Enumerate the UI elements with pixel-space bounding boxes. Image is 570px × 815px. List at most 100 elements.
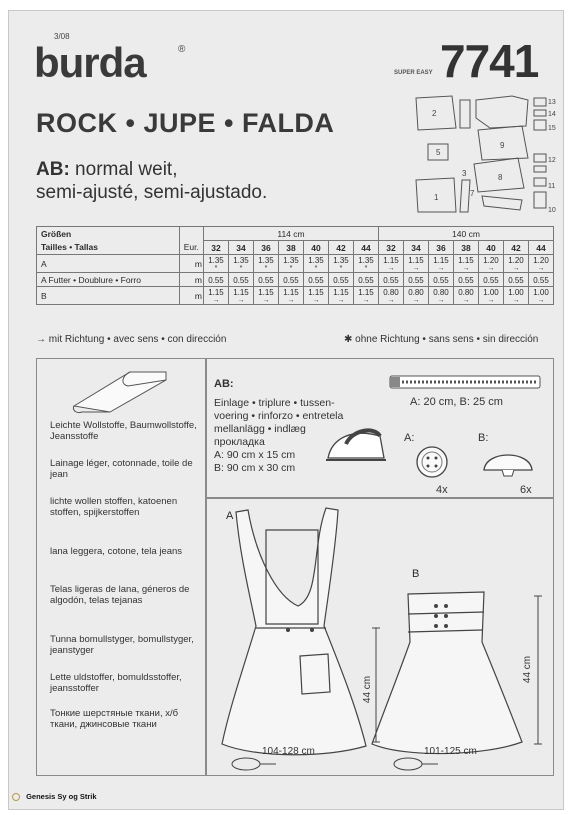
zipper-icon xyxy=(389,375,541,389)
yardage-cell: 0.55 xyxy=(327,272,354,287)
size-cell: 32 xyxy=(202,240,229,255)
yardage-cell: 1.15→ xyxy=(427,254,454,273)
yardage-value: 0.55 xyxy=(208,275,224,285)
yardage-cell: 1.35* xyxy=(227,254,254,273)
fit-description: AB: normal weit, semi-ajusté, semi-ajust… xyxy=(36,158,267,204)
yardage-value: 1.35 xyxy=(208,256,224,265)
yardage-cell: 0.55 xyxy=(477,272,504,287)
nap-mark: * xyxy=(314,265,318,272)
button-a-quantity: 4x xyxy=(436,484,448,496)
yardage-value: 1.35 xyxy=(233,256,249,265)
yardage-cell: 0.55 xyxy=(452,272,479,287)
shop-logo-icon xyxy=(12,793,20,802)
yardage-value: 0.55 xyxy=(408,275,424,285)
piece-label-15: 15 xyxy=(548,125,556,132)
yardage-value: 1.15 xyxy=(283,288,299,297)
fabric-it: lana leggera, cotone, tela jeans xyxy=(50,546,183,557)
piece-label-2: 2 xyxy=(432,109,437,118)
fabric-nl: lichte wollen stoffen, katoenen stoffen,… xyxy=(50,496,178,518)
length-b-dimension: 44 cm xyxy=(522,655,534,684)
difficulty-badge: SUPER EASY xyxy=(394,70,433,76)
registered-mark: ® xyxy=(178,44,186,55)
yardage-row-label: A xyxy=(36,254,180,273)
yardage-cell: 0.55 xyxy=(202,272,229,287)
button-a-icon xyxy=(416,446,448,478)
yardage-value: 1.35 xyxy=(283,256,299,265)
yardage-value: 0.55 xyxy=(283,275,299,285)
interfacing-size-a: A: 90 cm x 15 cm xyxy=(214,449,296,461)
yardage-value: 0.55 xyxy=(458,275,474,285)
width-140-label: 140 cm xyxy=(377,226,555,241)
size-cell: 42 xyxy=(327,240,354,255)
yardage-cell: 1.00→ xyxy=(502,286,529,305)
yardage-cell: 1.15→ xyxy=(402,254,429,273)
yardage-cell: 1.15→ xyxy=(302,286,329,305)
piece-label-5: 5 xyxy=(436,148,441,157)
yardage-value: 0.55 xyxy=(533,275,549,285)
size-cell: 34 xyxy=(227,240,254,255)
yardage-cell: 1.15→ xyxy=(202,286,229,305)
yardage-table: Größen 114 cm 140 cm Tailles • Tallas Eu… xyxy=(36,226,555,305)
nap-mark: → xyxy=(512,297,520,304)
yardage-cell: 0.55 xyxy=(302,272,329,287)
yardage-value: 1.20 xyxy=(533,256,549,265)
yardage-cell: 0.55 xyxy=(377,272,404,287)
yardage-value: 1.35 xyxy=(333,256,349,265)
button-b-quantity: 6x xyxy=(520,484,532,496)
yardage-value: 1.15 xyxy=(308,288,324,297)
size-cell: 32 xyxy=(377,240,404,255)
fabric-ru: Тонкие шерстяные ткани, х/б ткани, джинс… xyxy=(50,708,179,730)
nap-mark: → xyxy=(512,265,520,272)
yardage-cell: 0.55 xyxy=(427,272,454,287)
nap-mark: → xyxy=(387,265,395,272)
yardage-cell: 1.35* xyxy=(302,254,329,273)
yardage-cell: 1.20→ xyxy=(502,254,529,273)
yardage-cell: 0.55 xyxy=(502,272,529,287)
yardage-value: 1.00 xyxy=(483,288,499,297)
without-nap-note: ✱ ohne Richtung • sans sens • sin direcc… xyxy=(344,334,539,345)
button-b-icon xyxy=(483,454,533,477)
size-cell: 36 xyxy=(252,240,279,255)
nap-mark: * xyxy=(239,265,243,272)
yardage-value: 0.55 xyxy=(308,275,324,285)
nap-mark: * xyxy=(264,265,268,272)
yardage-value: 1.35 xyxy=(308,256,324,265)
unit-cell: m xyxy=(178,272,204,287)
shop-name: Genesis Sy og Strik xyxy=(26,792,97,801)
yardage-cell: 1.15→ xyxy=(352,286,379,305)
yardage-value: 0.80 xyxy=(458,288,474,297)
piece-label-12: 12 xyxy=(548,157,556,164)
unit-cell: m xyxy=(178,254,204,273)
fit-prefix: AB: xyxy=(36,159,70,180)
fabric-sv: Tunna bomullstyger, bomullstyger, jeanst… xyxy=(50,634,194,656)
nap-mark: → xyxy=(387,297,395,304)
size-cell: 36 xyxy=(427,240,454,255)
nap-mark: → xyxy=(462,297,470,304)
fit-line-2: semi-ajusté, semi-ajustado. xyxy=(36,182,268,203)
yardage-cell: 0.55 xyxy=(252,272,279,287)
size-cell: 40 xyxy=(477,240,504,255)
yardage-cell: 1.35* xyxy=(202,254,229,273)
yardage-cell: 0.80→ xyxy=(377,286,404,305)
yardage-value: 1.20 xyxy=(508,256,524,265)
nap-mark: → xyxy=(212,297,220,304)
yardage-value: 1.15 xyxy=(358,288,374,297)
yardage-value: 0.80 xyxy=(408,288,424,297)
piece-label-13: 13 xyxy=(548,99,556,106)
piece-label-7: 7 xyxy=(470,189,475,198)
yardage-value: 1.35 xyxy=(358,256,374,265)
piece-label-1: 1 xyxy=(434,193,439,202)
nap-mark: * xyxy=(214,265,218,272)
interfacing-heading: AB: xyxy=(214,378,234,390)
yardage-cell: 0.80→ xyxy=(402,286,429,305)
technical-drawings xyxy=(221,507,542,771)
yardage-cell: 0.55 xyxy=(277,272,304,287)
pattern-title: ROCK • JUPE • FALDA xyxy=(36,108,335,138)
yardage-value: 1.15 xyxy=(433,256,449,265)
nap-mark: → xyxy=(487,265,495,272)
nap-mark: → xyxy=(262,297,270,304)
yardage-cell: 0.55 xyxy=(227,272,254,287)
yardage-value: 0.80 xyxy=(433,288,449,297)
